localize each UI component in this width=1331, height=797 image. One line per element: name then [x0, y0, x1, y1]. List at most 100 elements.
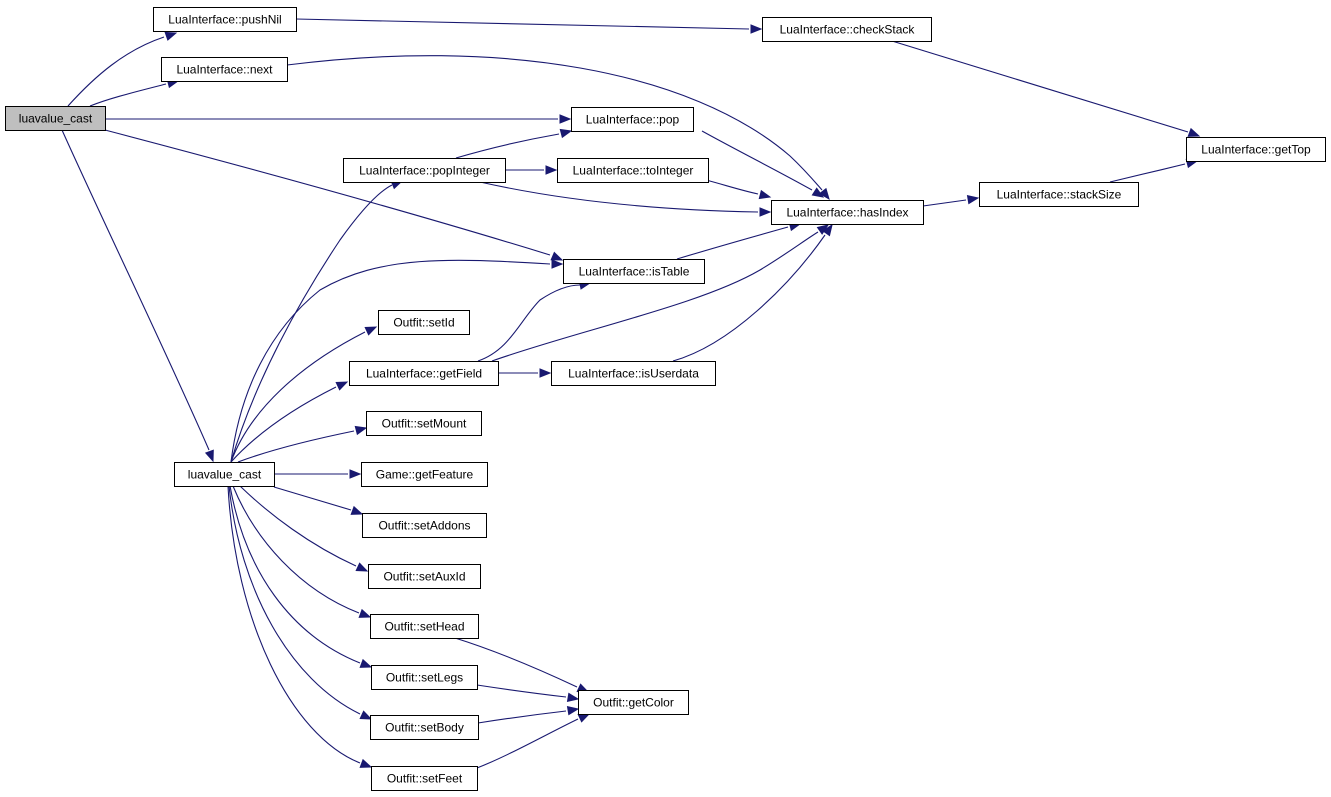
node-setAddons[interactable]: Outfit::setAddons [362, 513, 487, 538]
edge-line [477, 284, 581, 362]
node-getTop[interactable]: LuaInterface::getTop [1186, 137, 1326, 162]
arrow-head-icon [966, 195, 980, 205]
node-popInteger[interactable]: LuaInterface::popInteger [343, 158, 506, 183]
node-box [762, 17, 932, 42]
edge-line [237, 430, 355, 463]
edge-line [61, 129, 210, 451]
node-box [378, 310, 470, 335]
arrow-head-icon [818, 187, 830, 201]
node-next[interactable]: LuaInterface::next [161, 57, 288, 82]
edge-line [491, 231, 819, 362]
node-box [1186, 137, 1326, 162]
edge-line [232, 485, 360, 614]
node-setHead[interactable]: Outfit::setHead [370, 614, 479, 639]
edge-root-to-next [89, 78, 180, 107]
node-label: LuaInterface::popInteger [359, 164, 490, 178]
node-hasIndex[interactable]: LuaInterface::hasIndex [771, 200, 924, 225]
edge-stackSize-to-getTop [1109, 158, 1199, 183]
edge-line [676, 226, 789, 260]
node-getFeature[interactable]: Game::getFeature [361, 462, 488, 487]
edge-luavalue2-to-getField [230, 381, 349, 463]
node-box [771, 200, 924, 225]
edge-luavalue2-to-setBody [228, 485, 373, 720]
node-setMount[interactable]: Outfit::setMount [366, 411, 482, 436]
node-label: Outfit::setHead [384, 620, 464, 634]
edge-line [295, 18, 750, 30]
node-setAuxId[interactable]: Outfit::setAuxId [368, 564, 481, 589]
arrow-head-icon [358, 608, 372, 618]
node-root[interactable]: luavalue_cast [5, 106, 106, 131]
edge-getField-to-isTable [477, 280, 592, 362]
node-box [161, 57, 288, 82]
arrow-head-icon [359, 758, 373, 768]
node-setId[interactable]: Outfit::setId [378, 310, 470, 335]
edge-line [104, 129, 551, 256]
node-label: Outfit::setLegs [386, 671, 463, 685]
node-pushNil[interactable]: LuaInterface::pushNil [153, 7, 297, 32]
node-label: LuaInterface::next [176, 63, 273, 77]
node-label: LuaInterface::toInteger [573, 164, 694, 178]
node-box [371, 665, 478, 690]
node-pop[interactable]: LuaInterface::pop [571, 107, 694, 132]
node-toInteger[interactable]: LuaInterface::toInteger [557, 158, 709, 183]
edge-line [1109, 163, 1186, 183]
edge-line [705, 179, 759, 195]
edge-line [230, 331, 366, 463]
node-checkStack[interactable]: LuaInterface::checkStack [762, 17, 932, 42]
node-getColor[interactable]: Outfit::getColor [578, 690, 689, 715]
node-setBody[interactable]: Outfit::setBody [370, 715, 479, 740]
edge-line [922, 199, 967, 207]
arrow-head-icon [758, 189, 772, 200]
node-label: luavalue_cast [188, 468, 262, 482]
node-setLegs[interactable]: Outfit::setLegs [371, 665, 478, 690]
node-getField[interactable]: LuaInterface::getField [349, 361, 499, 386]
node-label: Outfit::setAuxId [383, 570, 465, 584]
edge-popInteger-to-toInteger [505, 165, 558, 175]
edge-line [454, 637, 578, 688]
edge-luavalue2-to-isTable [230, 259, 564, 463]
node-isTable[interactable]: LuaInterface::isTable [563, 259, 705, 284]
node-box [370, 715, 479, 740]
edge-line [479, 181, 759, 213]
node-label: Outfit::setId [393, 316, 454, 330]
edge-line [230, 386, 337, 463]
edge-root-to-isTable [104, 129, 564, 261]
arrow-head-icon [577, 713, 591, 723]
node-label: LuaInterface::isUserdata [568, 367, 699, 381]
edge-line [229, 485, 361, 664]
arrow-head-icon [566, 706, 580, 716]
arrow-head-icon [354, 425, 368, 436]
node-stackSize[interactable]: LuaInterface::stackSize [979, 182, 1139, 207]
edge-line [230, 259, 551, 463]
node-label: LuaInterface::hasIndex [786, 206, 908, 220]
edge-line [230, 184, 393, 463]
edge-luavalue2-to-setLegs [229, 485, 373, 668]
node-box [557, 158, 709, 183]
edge-luavalue2-to-setAddons [273, 486, 364, 515]
arrow-head-icon [559, 128, 573, 139]
edge-getField-to-hasIndex [491, 224, 830, 362]
edge-line [228, 485, 361, 715]
edge-luavalue2-to-setAuxId [239, 485, 369, 572]
node-label: Outfit::setAddons [378, 519, 470, 533]
node-box [362, 513, 487, 538]
node-luavalue2[interactable]: luavalue_cast [174, 462, 275, 487]
node-isUserdata[interactable]: LuaInterface::isUserdata [551, 361, 716, 386]
node-setFeet[interactable]: Outfit::setFeet [371, 766, 478, 791]
node-label: LuaInterface::pop [586, 113, 680, 127]
edge-getField-to-isUserdata [498, 368, 552, 378]
arrow-head-icon [359, 658, 373, 668]
arrow-head-icon [359, 710, 373, 720]
node-box [368, 564, 481, 589]
node-box [371, 766, 478, 791]
edge-line [476, 684, 567, 698]
node-label: Outfit::getColor [593, 696, 674, 710]
edge-line [701, 130, 813, 191]
arrow-head-icon [364, 326, 378, 336]
arrow-head-icon [349, 469, 362, 479]
node-label: LuaInterface::checkStack [780, 23, 916, 37]
edge-isTable-to-hasIndex [676, 221, 802, 260]
edge-root-to-pushNil [67, 31, 178, 107]
arrow-head-icon [551, 259, 564, 269]
